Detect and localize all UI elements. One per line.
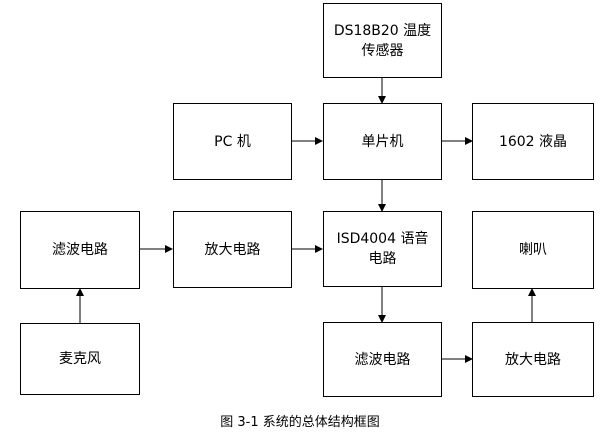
box-temperature-sensor: DS18B20 温度 传感器 (323, 3, 442, 78)
box-voice-circuit: ISD4004 语音 电路 (323, 211, 442, 287)
box-input-filter: 滤波电路 (20, 211, 140, 289)
box-label: 放大电路 (505, 351, 561, 368)
box-output-amplifier: 放大电路 (472, 322, 594, 397)
box-microphone: 麦克风 (20, 323, 140, 395)
box-label: 滤波电路 (52, 242, 108, 258)
box-label: ISD4004 语音 电路 (336, 231, 429, 267)
box-label: 单片机 (361, 133, 404, 150)
box-label: 放大电路 (204, 241, 261, 258)
box-label: 麦克风 (59, 351, 101, 367)
box-label: PC 机 (214, 133, 251, 150)
box-pc: PC 机 (173, 103, 292, 180)
box-label: 喇叭 (519, 242, 547, 258)
box-label: 1602 液晶 (498, 133, 568, 150)
box-label: DS18B20 温度 传感器 (333, 22, 432, 59)
box-label: 滤波电路 (354, 351, 411, 368)
figure-caption: 图 3-1 系统的总体结构框图 (220, 415, 380, 430)
box-output-filter: 滤波电路 (323, 322, 442, 397)
box-microcontroller: 单片机 (323, 103, 442, 180)
box-lcd1602: 1602 液晶 (472, 103, 594, 180)
box-speaker: 喇叭 (472, 211, 594, 289)
box-input-amplifier: 放大电路 (173, 211, 292, 288)
